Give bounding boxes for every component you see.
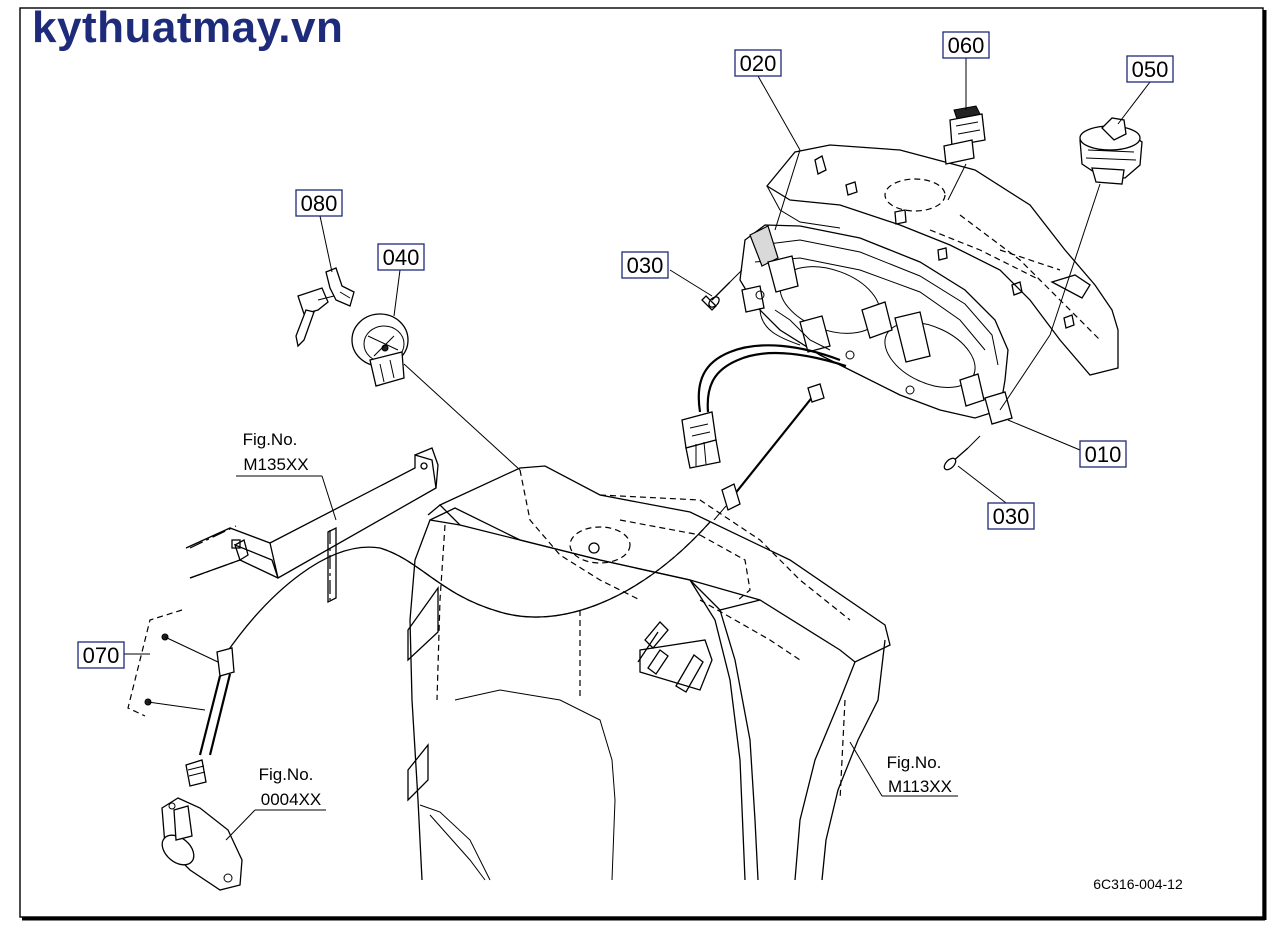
- label-040[interactable]: 040: [377, 243, 425, 271]
- figref-0004xx-label: Fig.No.: [259, 765, 314, 784]
- dash-panel-body: [407, 465, 891, 881]
- label-020-text: 020: [740, 51, 777, 76]
- screw-030-upper: [701, 269, 743, 311]
- transmission-port: [161, 797, 243, 891]
- label-040-text: 040: [383, 245, 420, 270]
- label-080[interactable]: 080: [295, 189, 343, 217]
- part-060-switch: [943, 105, 986, 165]
- screw-030-lower: [943, 435, 981, 471]
- drawing-border: [19, 7, 1264, 918]
- figref-m113xx-label: Fig.No.: [887, 753, 942, 772]
- label-070[interactable]: 070: [77, 641, 125, 669]
- label-030-lower-text: 030: [993, 504, 1030, 529]
- label-060[interactable]: 060: [942, 31, 990, 59]
- label-010-text: 010: [1085, 442, 1122, 467]
- drawing-code: 6C316-004-12: [1093, 876, 1183, 892]
- mounting-bracket: [185, 447, 439, 604]
- figref-m135xx[interactable]: Fig.No. M135XX: [243, 430, 309, 474]
- figref-m113xx[interactable]: Fig.No. M113XX: [887, 753, 952, 796]
- figref-0004xx-number: 0004XX: [261, 790, 322, 809]
- label-020[interactable]: 020: [734, 49, 782, 77]
- label-070-text: 070: [83, 643, 120, 668]
- label-030-upper[interactable]: 030: [621, 251, 669, 279]
- label-050-text: 050: [1132, 57, 1169, 82]
- part-070-cable: [127, 383, 825, 787]
- watermark-logo: kythuatmay.vn: [32, 3, 344, 52]
- meter-cluster-assembly: [681, 144, 1119, 469]
- label-030-upper-text: 030: [627, 253, 664, 278]
- part-040-key-switch: [351, 313, 409, 387]
- label-050[interactable]: 050: [1126, 55, 1174, 83]
- leader-lines: [124, 58, 1151, 841]
- figref-m135xx-label: Fig.No.: [243, 430, 298, 449]
- label-010[interactable]: 010: [1079, 440, 1127, 468]
- label-060-text: 060: [948, 33, 985, 58]
- label-030-lower[interactable]: 030: [987, 502, 1035, 530]
- label-080-text: 080: [301, 191, 338, 216]
- figref-m113xx-number: M113XX: [888, 777, 952, 796]
- part-080-keys: [295, 267, 355, 348]
- part-050-knob: [1079, 117, 1143, 185]
- figref-m135xx-number: M135XX: [243, 455, 308, 474]
- figref-0004xx[interactable]: Fig.No. 0004XX: [259, 765, 322, 809]
